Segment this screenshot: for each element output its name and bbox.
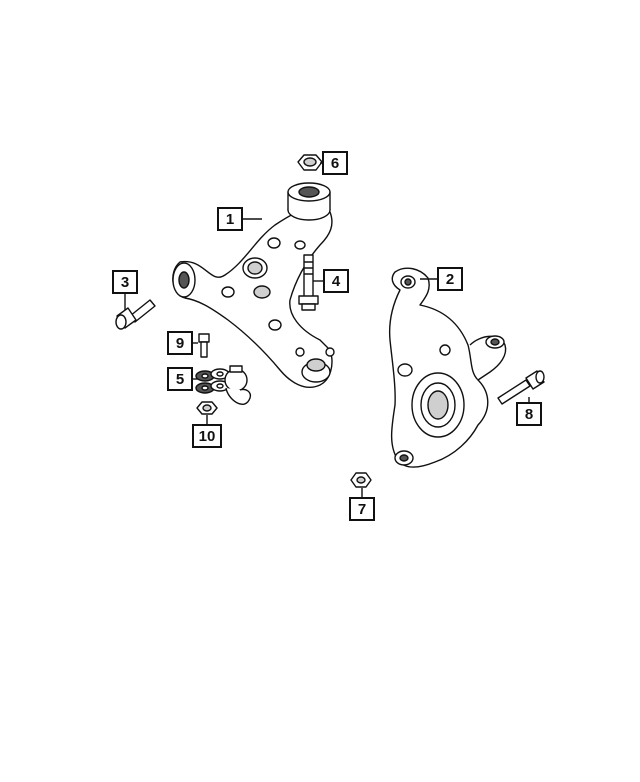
- callout-8[interactable]: 8: [516, 402, 542, 426]
- bolt-4[interactable]: [298, 254, 319, 311]
- callout-2[interactable]: 2: [437, 267, 463, 291]
- steering-knuckle[interactable]: [388, 267, 507, 468]
- nut-10[interactable]: [196, 401, 218, 415]
- nut-7[interactable]: [350, 472, 372, 488]
- callout-7[interactable]: 7: [349, 497, 375, 521]
- callout-5[interactable]: 5: [167, 367, 193, 391]
- bolt-3[interactable]: [115, 299, 156, 330]
- callout-3[interactable]: 3: [112, 270, 138, 294]
- nut-6[interactable]: [297, 154, 323, 171]
- callout-10[interactable]: 10: [192, 424, 222, 448]
- callout-4[interactable]: 4: [323, 269, 349, 293]
- washers-5[interactable]: [195, 368, 230, 394]
- bolt-9[interactable]: [198, 333, 210, 358]
- callout-1[interactable]: 1: [217, 207, 243, 231]
- bolt-8[interactable]: [497, 370, 545, 405]
- callout-9[interactable]: 9: [167, 331, 193, 355]
- ball-joint[interactable]: [224, 365, 252, 405]
- callout-6[interactable]: 6: [322, 151, 348, 175]
- lower-control-arm[interactable]: [172, 182, 335, 388]
